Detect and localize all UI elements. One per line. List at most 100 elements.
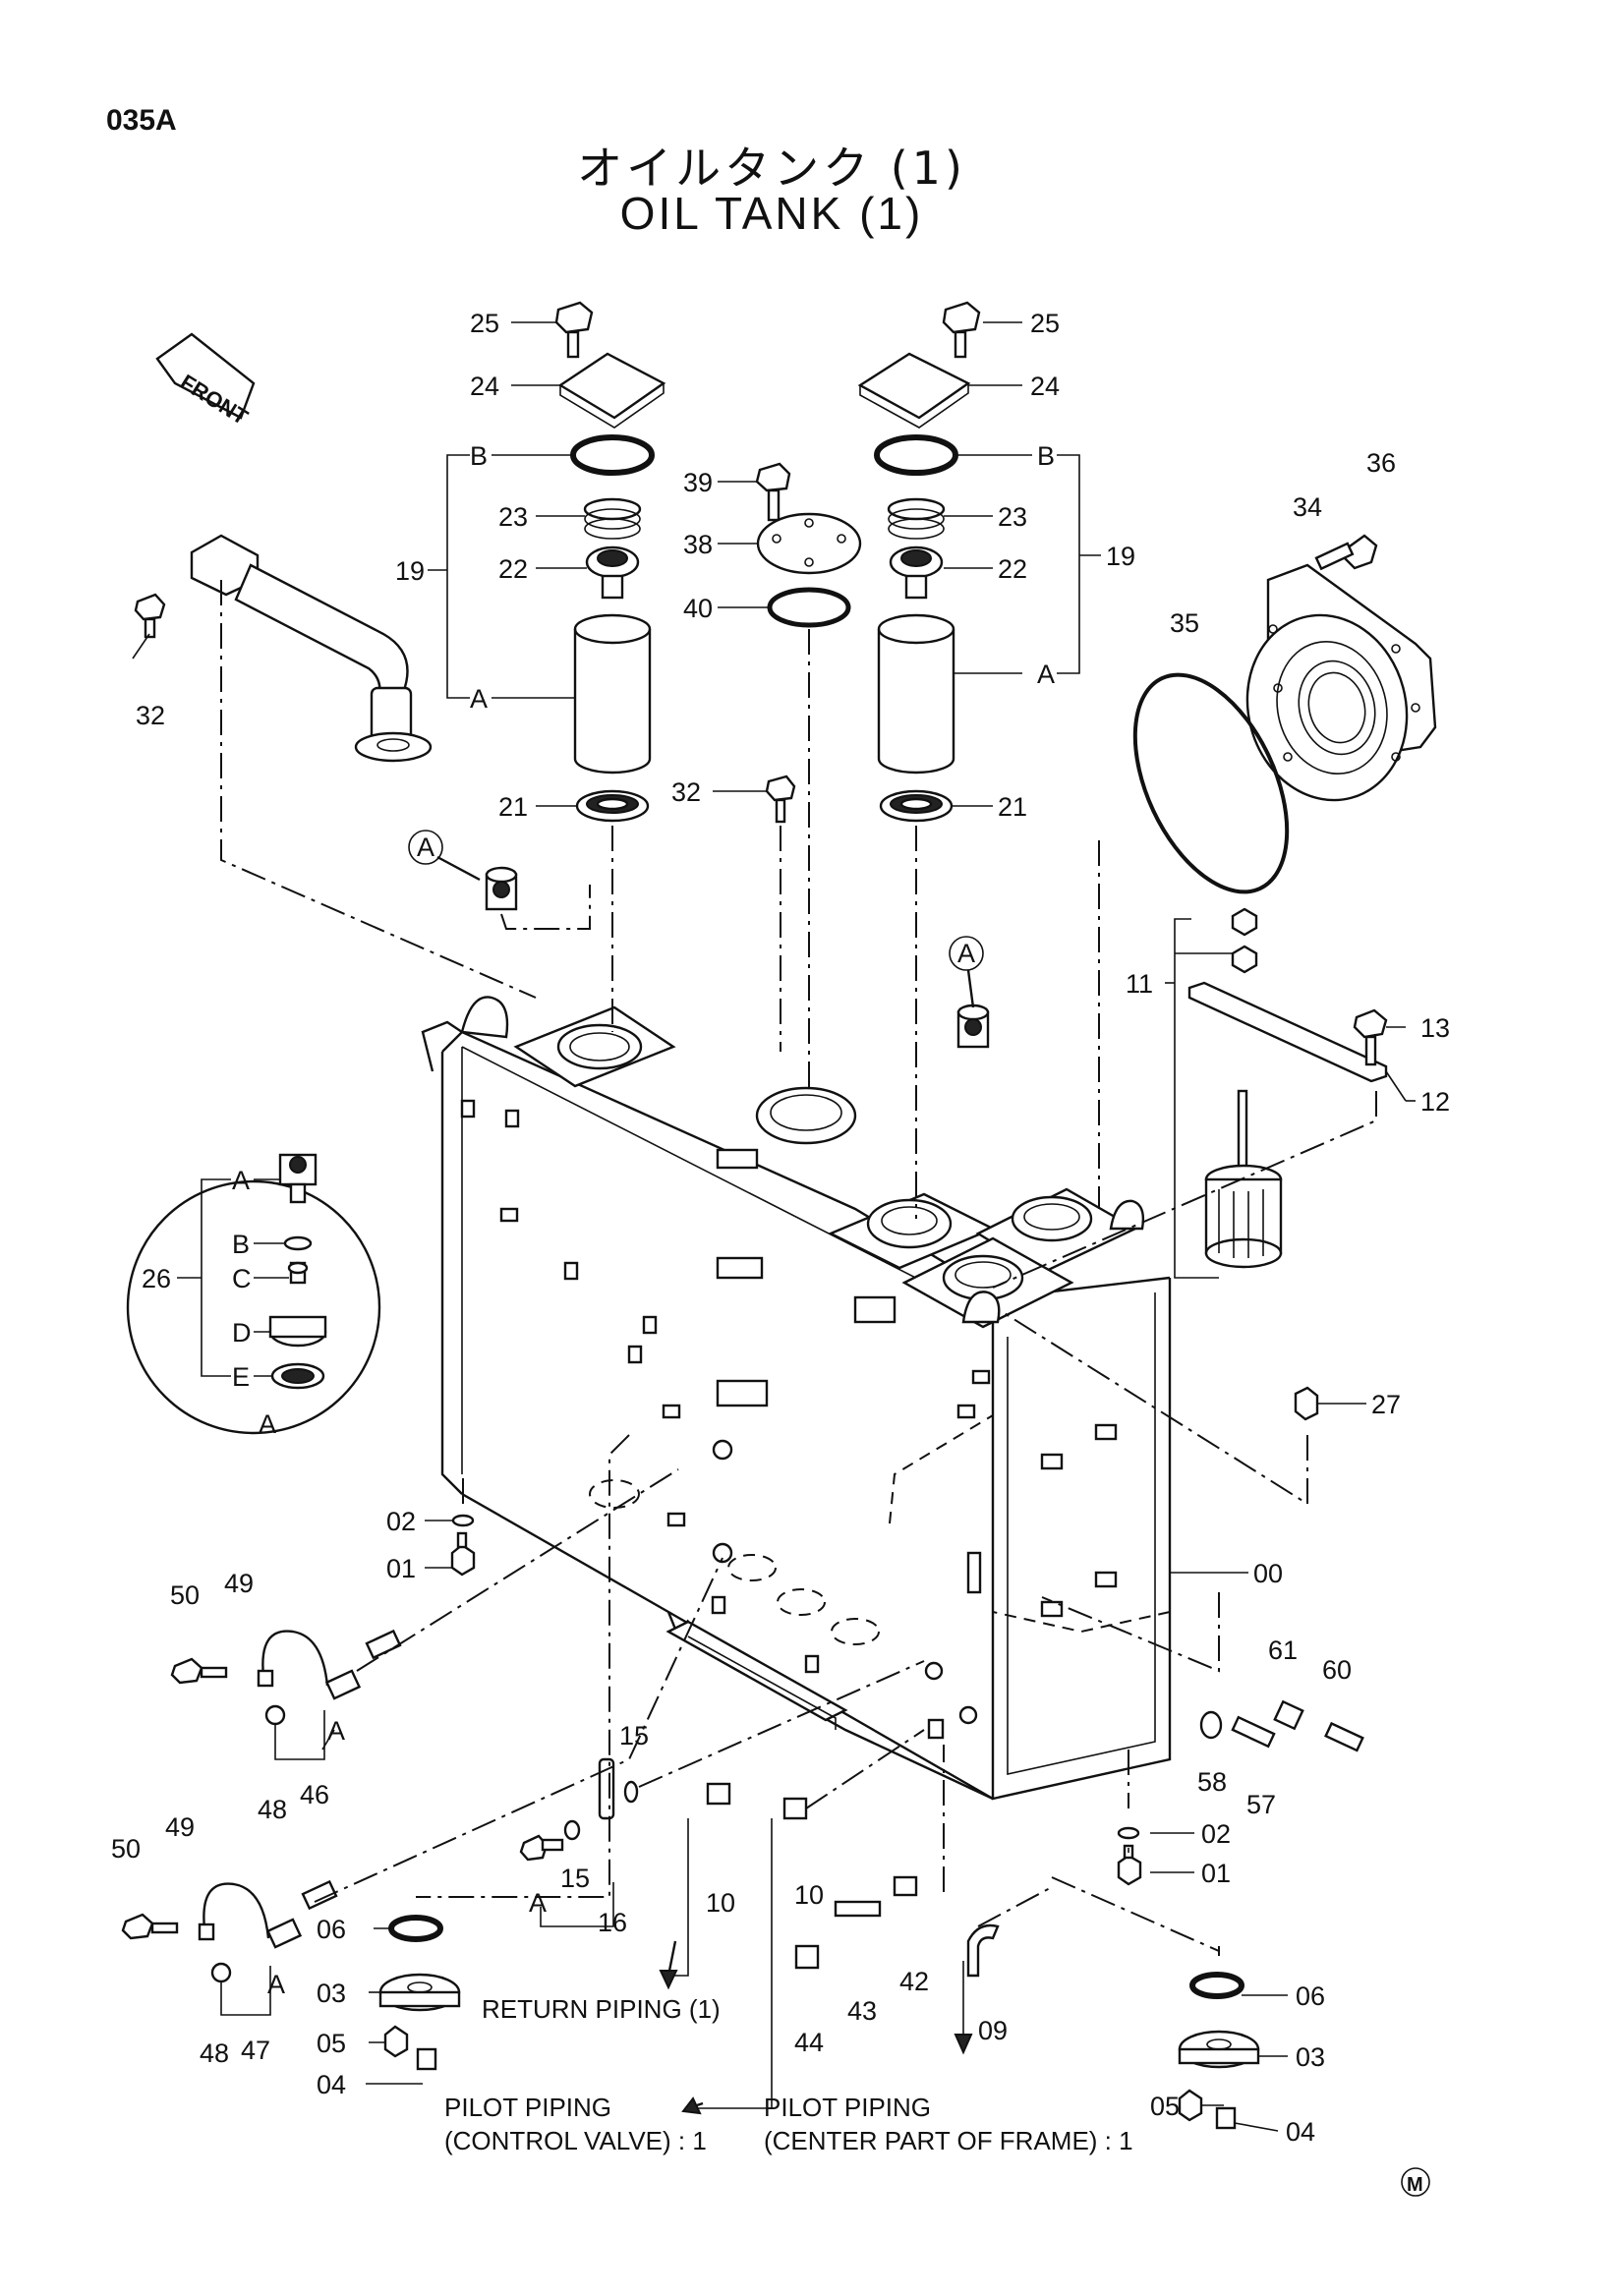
note-return-piping: RETURN PIPING (1)	[482, 1994, 721, 2024]
callout: 13	[1420, 1013, 1450, 1043]
callout: 02	[1201, 1819, 1231, 1849]
callout: 47	[241, 2036, 270, 2065]
front-arrow-icon: FRONT	[155, 332, 256, 430]
callout: 23	[498, 502, 528, 532]
callout: 05	[317, 2029, 346, 2058]
callout: 49	[165, 1812, 195, 1842]
callout: 48	[200, 2038, 229, 2068]
callout: 38	[683, 530, 713, 559]
callout: 06	[317, 1915, 346, 1944]
note-pilot-frame-1: PILOT PIPING	[764, 2093, 931, 2122]
pressure-switch-a	[485, 866, 990, 1049]
suction-pipe	[134, 534, 433, 763]
callout: 09	[978, 2016, 1008, 2045]
callout: 49	[224, 1569, 254, 1598]
callout: 32	[136, 701, 165, 730]
strainer-assembly	[1174, 907, 1388, 1279]
callout: 39	[683, 468, 713, 497]
callout: A	[327, 1716, 345, 1746]
callout: A	[259, 1409, 276, 1439]
callout: 22	[998, 554, 1027, 584]
callout: 26	[142, 1264, 171, 1293]
callout: A	[957, 939, 975, 968]
callout: 05	[1150, 2092, 1180, 2121]
callout: A	[232, 1166, 250, 1195]
callout: 11	[1126, 969, 1153, 999]
center-cover-assembly	[755, 462, 862, 824]
title-japanese: オイルタンク (1)	[577, 142, 966, 195]
left-filter-assembly	[554, 301, 666, 823]
note-pilot-frame-2: (CENTER PART OF FRAME) : 1	[764, 2126, 1133, 2155]
callout: 01	[386, 1554, 416, 1583]
callout: 16	[598, 1908, 627, 1937]
callout: 10	[794, 1880, 824, 1910]
callout: A	[1037, 660, 1055, 689]
callout: 48	[258, 1795, 287, 1824]
callout: 36	[1366, 448, 1396, 478]
callout: 02	[386, 1507, 416, 1536]
callout: 35	[1170, 608, 1199, 638]
callout: A	[529, 1888, 547, 1918]
callout: B	[1037, 441, 1055, 471]
callout: 60	[1322, 1655, 1352, 1685]
callout: A	[417, 832, 434, 862]
callout: 34	[1293, 492, 1322, 522]
callout: 44	[794, 2028, 824, 2057]
callout: 12	[1420, 1087, 1450, 1117]
callout: 32	[671, 777, 701, 807]
callout: C	[232, 1264, 252, 1293]
callout: 04	[1286, 2117, 1315, 2147]
callout: 21	[998, 792, 1027, 822]
m-mark-icon: M	[1401, 2167, 1430, 2197]
callout: 06	[1296, 1981, 1325, 2011]
callout: 24	[470, 372, 499, 401]
oil-tank-body	[421, 996, 1172, 1801]
callout: 43	[847, 1996, 877, 2026]
strainer-cover-assembly	[1132, 534, 1437, 894]
callout: 15	[619, 1721, 649, 1751]
callout: A	[470, 684, 488, 714]
callout: 00	[1253, 1559, 1283, 1588]
callout: 27	[1371, 1390, 1401, 1419]
callout: D	[232, 1318, 252, 1348]
callout: 03	[317, 1979, 346, 2008]
callout: 40	[683, 594, 713, 623]
callout: 01	[1201, 1859, 1231, 1888]
callout: E	[232, 1362, 250, 1392]
callout: A	[267, 1970, 285, 1999]
callout: 46	[300, 1780, 329, 1809]
callout: 21	[498, 792, 528, 822]
page-code: 035A	[106, 104, 177, 137]
title-english: OIL TANK (1)	[619, 188, 924, 239]
callout-labels: 25 24 25 24 B B 39 38 23 23 36 34 19 19 …	[111, 309, 1450, 2147]
callout: 23	[998, 502, 1027, 532]
callout: 19	[1106, 542, 1135, 571]
callout: 61	[1268, 1636, 1298, 1665]
piping-notes: RETURN PIPING (1) PILOT PIPING (CONTROL …	[444, 1994, 1133, 2155]
leader-lines	[132, 321, 1416, 2132]
note-pilot-cv-1: PILOT PIPING	[444, 2093, 611, 2122]
callout: 19	[395, 556, 425, 586]
callout: 10	[706, 1888, 735, 1918]
callout: 22	[498, 554, 528, 584]
callout: 50	[170, 1580, 200, 1610]
callout: 25	[1030, 309, 1060, 338]
callout: 15	[560, 1864, 590, 1893]
callout: B	[232, 1230, 250, 1259]
callout: 58	[1197, 1767, 1227, 1797]
m-mark: M	[1407, 2174, 1423, 2196]
callout: B	[470, 441, 488, 471]
callout: 25	[470, 309, 499, 338]
callout: 24	[1030, 372, 1060, 401]
note-pilot-cv-2: (CONTROL VALVE) : 1	[444, 2126, 707, 2155]
detail-view-a	[126, 1153, 381, 1435]
callout: 42	[899, 1967, 929, 1996]
callout: 03	[1296, 2042, 1325, 2072]
callout: 04	[317, 2070, 346, 2099]
right-filter-assembly	[857, 301, 981, 823]
callout: 50	[111, 1834, 141, 1864]
lower-left-harnesses	[121, 1629, 402, 1983]
callout: 57	[1246, 1790, 1276, 1819]
